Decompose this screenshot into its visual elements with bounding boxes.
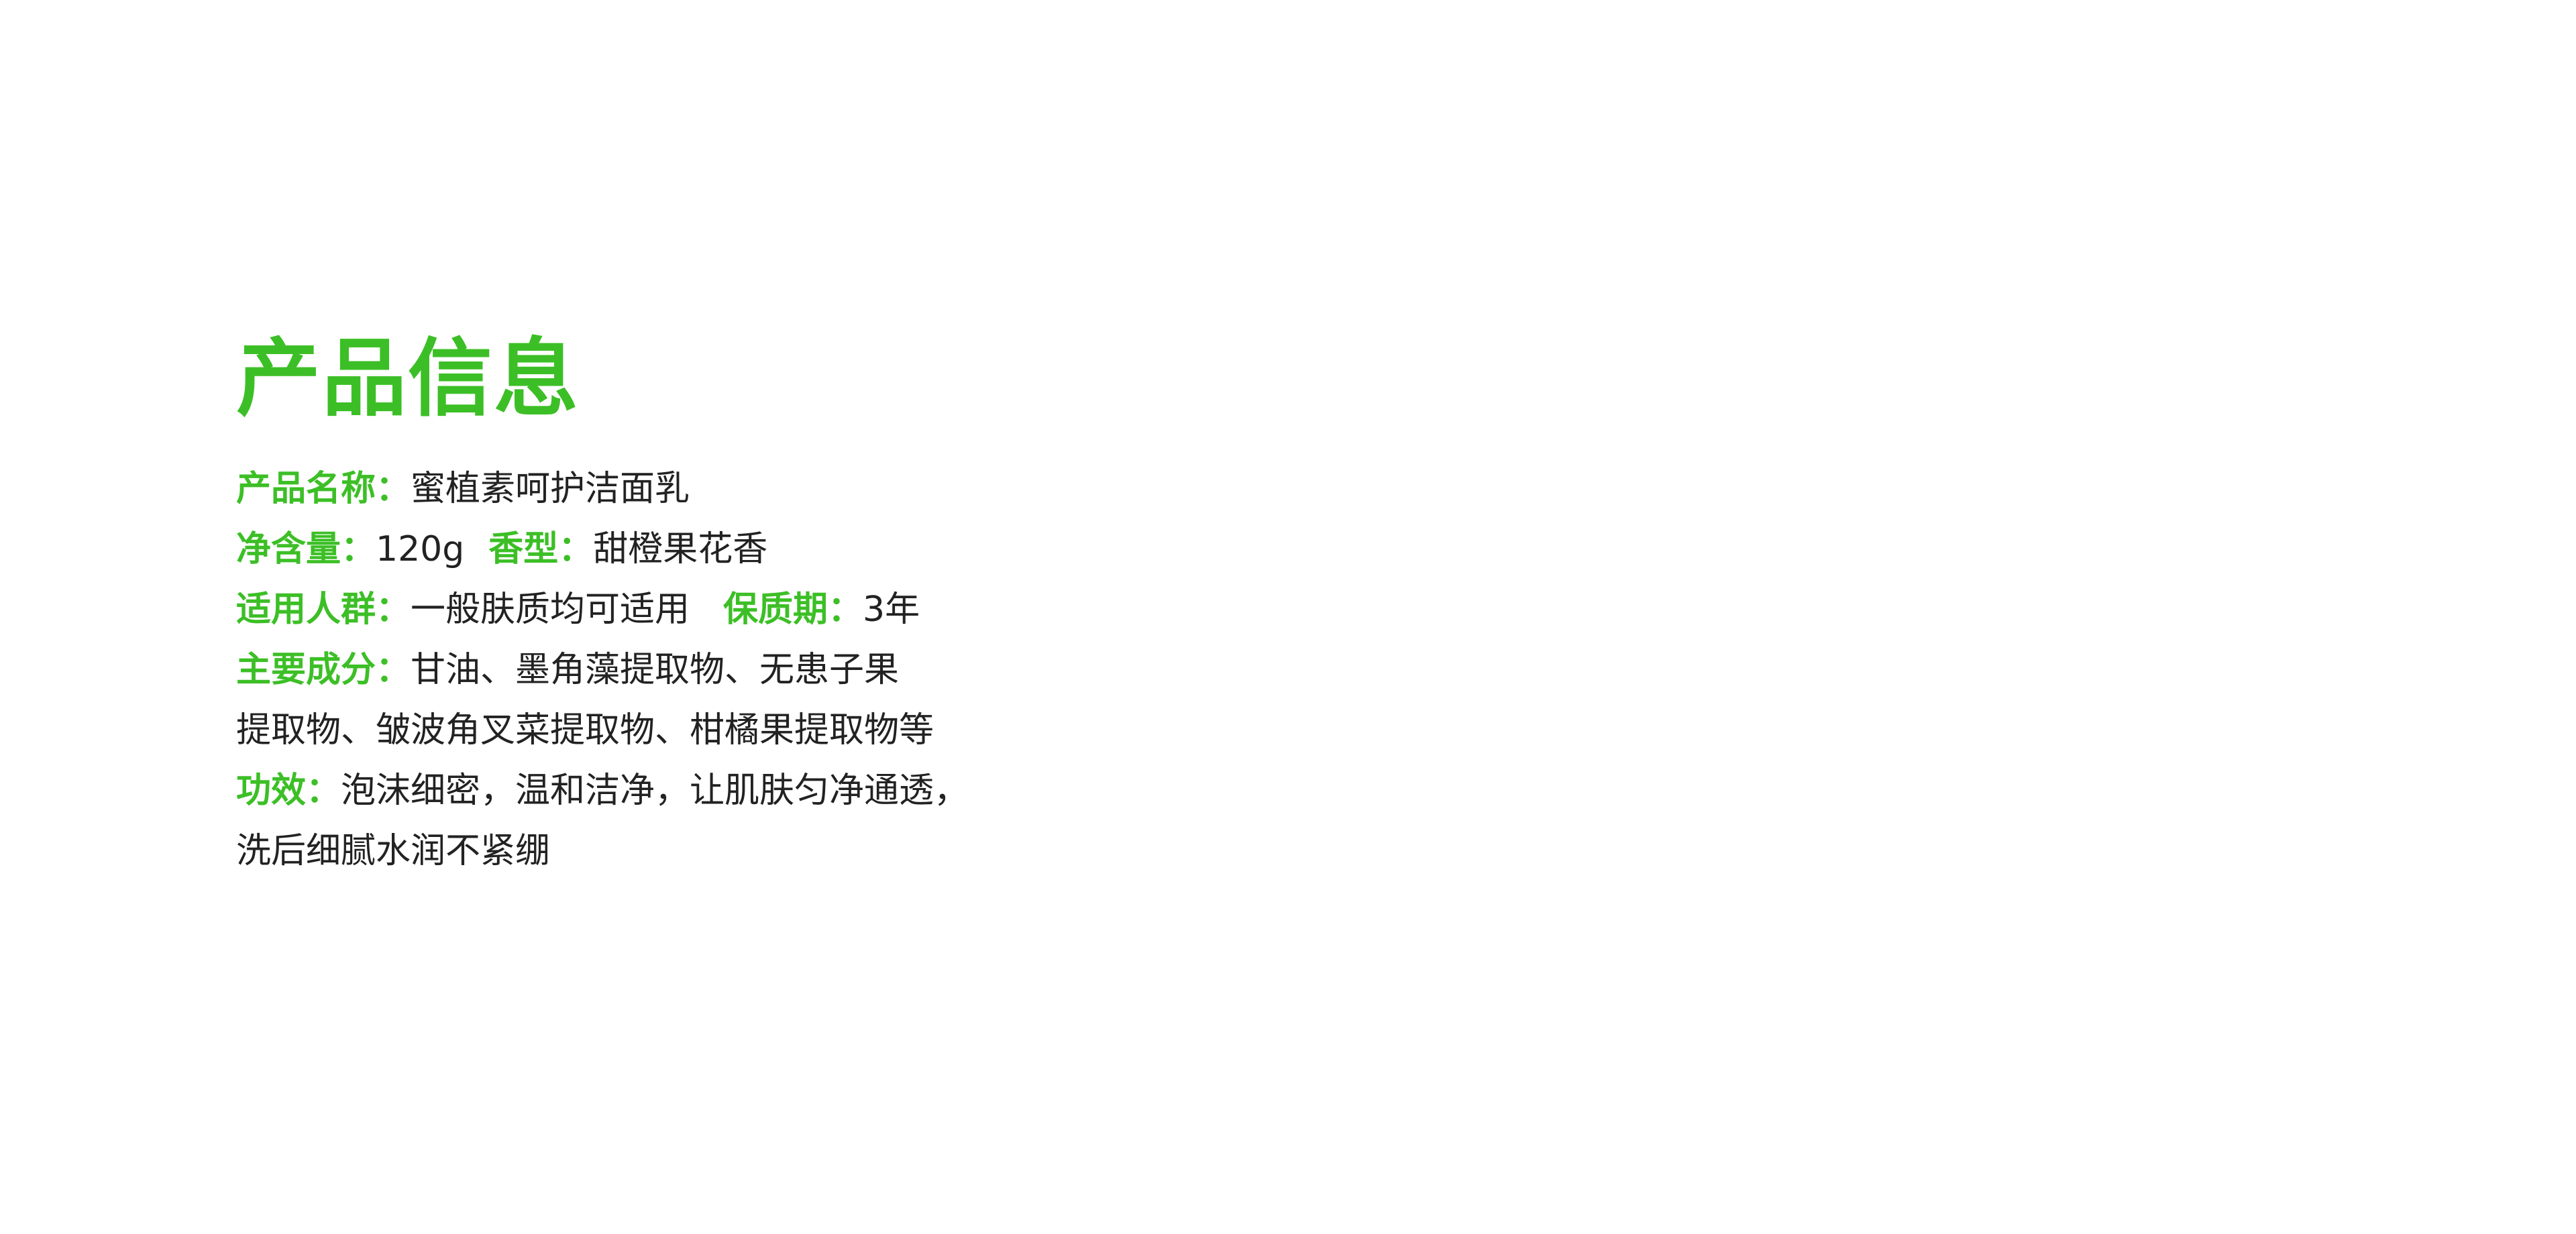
net-content-label: 净含量： bbox=[236, 529, 376, 569]
product-name-value: 蜜植素呵护洁面乳 bbox=[411, 469, 690, 509]
efficacy-row: 功效：泡沫细密，温和洁净，让肌肤匀净通透， bbox=[236, 761, 1242, 821]
ingredients-label: 主要成分： bbox=[236, 650, 411, 690]
section-title: 产品信息 bbox=[236, 329, 580, 428]
fragrance-value: 甜橙果花香 bbox=[593, 529, 768, 569]
product-name-label: 产品名称： bbox=[236, 469, 411, 509]
net-content-row: 净含量：120g 香型：甜橙果花香 bbox=[236, 519, 1242, 579]
efficacy-label: 功效： bbox=[236, 771, 341, 811]
ingredients-value-line2: 提取物、皱波角叉菜提取物、柑橘果提取物等 bbox=[236, 710, 934, 750]
product-info-section: 产品信息 产品名称：蜜植素呵护洁面乳 净含量：120g 香型：甜橙果花香 适用人群… bbox=[236, 329, 1242, 881]
product-name-row: 产品名称：蜜植素呵护洁面乳 bbox=[236, 459, 1242, 519]
ingredients-row: 主要成分：甘油、墨角藻提取物、无患子果 bbox=[236, 640, 1242, 700]
shelf-life-value: 3年 bbox=[863, 590, 920, 630]
ingredients-value-line1: 甘油、墨角藻提取物、无患子果 bbox=[411, 650, 900, 690]
efficacy-row-continued: 洗后细腻水润不紧绷 bbox=[236, 821, 1242, 881]
efficacy-value-line1: 泡沫细密，温和洁净，让肌肤匀净通透， bbox=[341, 771, 969, 811]
target-users-label: 适用人群： bbox=[236, 590, 411, 630]
target-users-row: 适用人群：一般肤质均可适用保质期：3年 bbox=[236, 579, 1242, 640]
target-users-value: 一般肤质均可适用 bbox=[411, 590, 690, 630]
shelf-life-label: 保质期： bbox=[723, 590, 863, 630]
net-content-value: 120g bbox=[376, 529, 465, 569]
fragrance-label: 香型： bbox=[488, 529, 594, 569]
efficacy-value-line2: 洗后细腻水润不紧绷 bbox=[236, 831, 551, 871]
ingredients-row-continued: 提取物、皱波角叉菜提取物、柑橘果提取物等 bbox=[236, 700, 1242, 761]
